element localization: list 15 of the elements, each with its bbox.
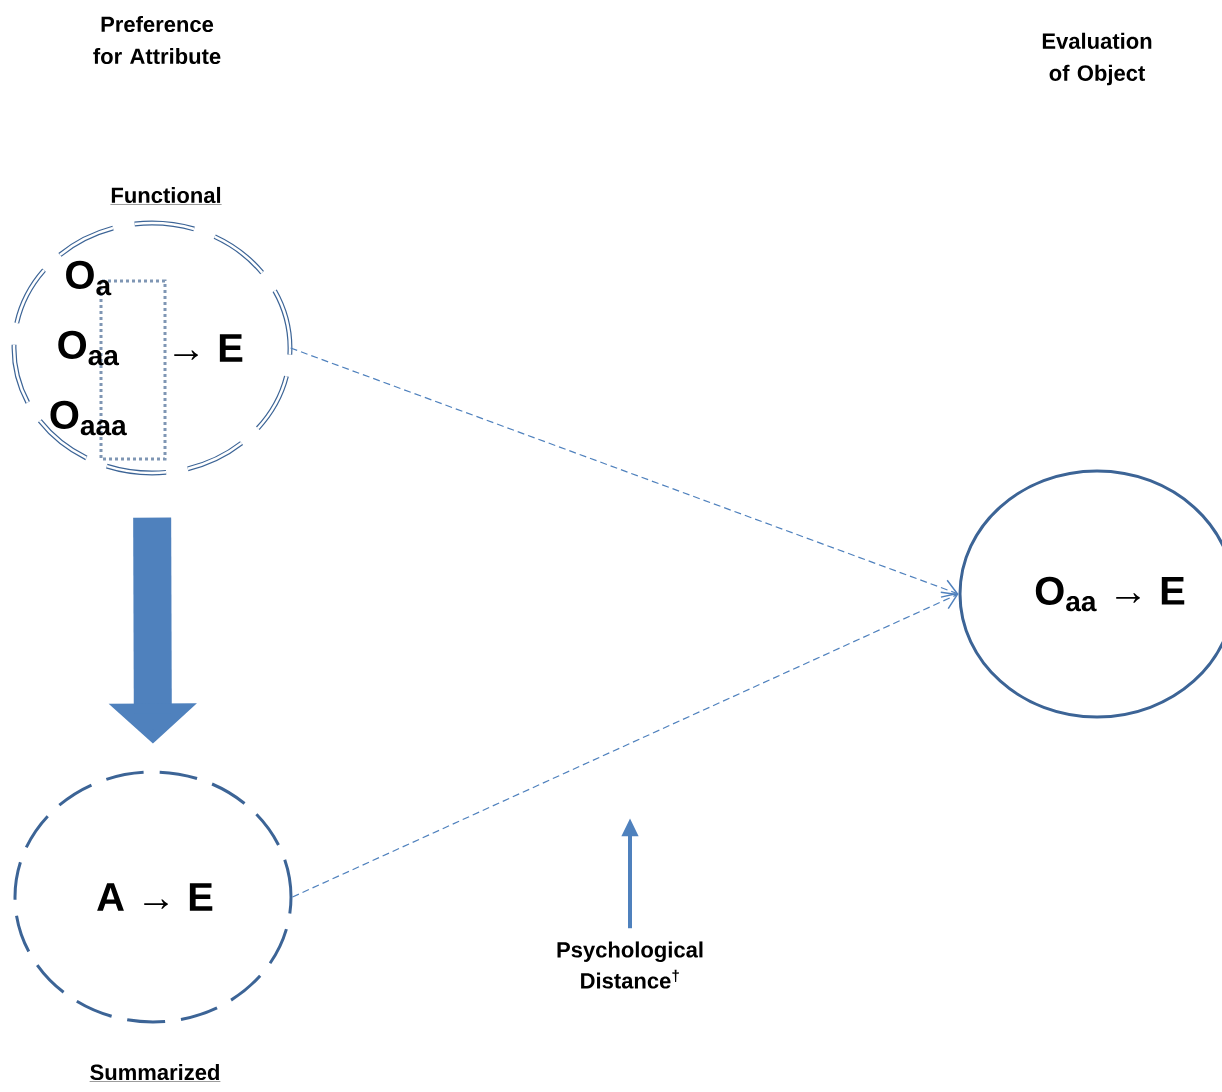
heading: Preference for Attribute bbox=[93, 15, 221, 65]
double-dashed-ellipse bbox=[11, 186, 293, 476]
heading: Functional bbox=[110, 186, 222, 205]
formula-text: O$_{aaa}$ bbox=[50, 400, 127, 436]
heading: Summarized bbox=[89, 1063, 221, 1082]
formula-text: O$_{a}$ bbox=[66, 260, 112, 296]
dashed-arrow bbox=[290, 347, 959, 598]
formula-text: → E bbox=[174, 334, 243, 362]
formula-text: A → E bbox=[97, 883, 213, 911]
dashed-ellipse bbox=[13, 770, 293, 1082]
formula-text: O$_{aa}$ bbox=[58, 330, 120, 366]
heading: Evaluation of Object bbox=[1042, 32, 1152, 86]
formula-text: O$_{aa}$ → E bbox=[1035, 576, 1185, 612]
caption-text: Psychological Distance$^{†}$ bbox=[557, 941, 703, 989]
dashed-arrow bbox=[291, 591, 959, 898]
